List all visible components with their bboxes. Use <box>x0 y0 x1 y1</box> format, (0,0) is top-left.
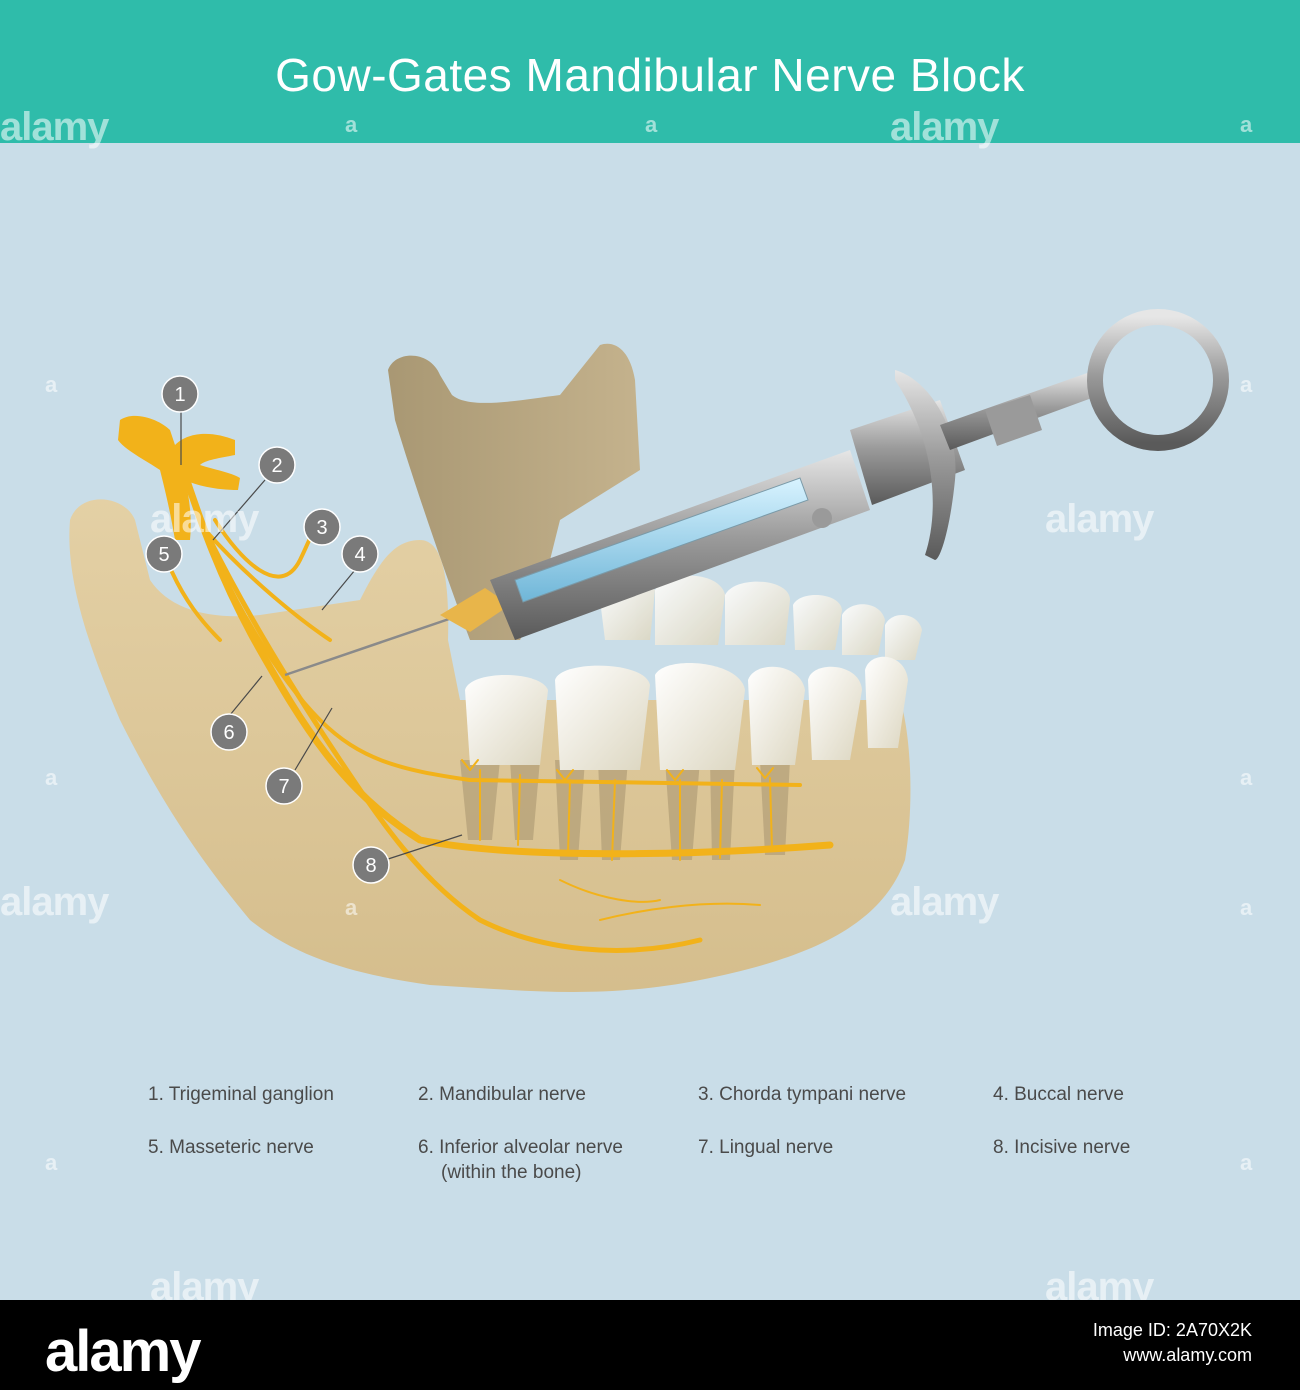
legend-label: 6. Inferior alveolar nerve <box>418 1137 623 1158</box>
watermark-letter: a <box>1240 765 1253 790</box>
legend-item: 7. Lingual nerve <box>698 1135 833 1160</box>
marker-6-label: 6 <box>223 722 234 744</box>
marker-1: 1 <box>161 375 199 413</box>
marker-6: 6 <box>210 713 248 751</box>
watermark-letter: a <box>1240 112 1253 137</box>
legend-item: 5. Masseteric nerve <box>148 1135 314 1160</box>
legend-item: 2. Mandibular nerve <box>418 1082 586 1107</box>
marker-5: 5 <box>145 535 183 573</box>
upper-teeth <box>600 575 922 660</box>
watermark-text: alamy <box>0 105 109 149</box>
marker-3: 3 <box>303 508 341 546</box>
legend-sublabel: (within the bone) <box>441 1162 582 1183</box>
syringe-illustration <box>284 309 1229 677</box>
legend-item: 6. Inferior alveolar nerve (within the bo… <box>418 1135 623 1185</box>
marker-7-label: 7 <box>278 776 289 798</box>
watermark-letter: a <box>1240 895 1253 920</box>
page-title: Gow-Gates Mandibular Nerve Block <box>275 49 1025 101</box>
legend-label: 7. Lingual nerve <box>698 1137 834 1158</box>
watermark-letter: a <box>1240 372 1253 397</box>
leader-lines <box>180 410 463 861</box>
nerve-network <box>170 456 834 953</box>
alamy-logo: alamy <box>45 1319 201 1384</box>
legend-item: 4. Buccal nerve <box>993 1082 1124 1107</box>
legend-label: 4. Buccal nerve <box>993 1084 1124 1105</box>
watermark-letter: a <box>45 1150 58 1175</box>
marker-4-label: 4 <box>354 544 365 566</box>
rear-ramus <box>388 343 640 640</box>
watermark-text: alamy <box>890 105 999 149</box>
header-banner: Gow-Gates Mandibular Nerve Block <box>0 0 1300 143</box>
legend-label: 5. Masseteric nerve <box>148 1137 314 1158</box>
marker-1-label: 1 <box>174 384 185 406</box>
legend-label: 2. Mandibular nerve <box>418 1084 586 1105</box>
image-id: Image ID: 2A70X2K <box>1092 1320 1252 1340</box>
legend-item: 8. Incisive nerve <box>993 1135 1130 1160</box>
lower-teeth <box>465 656 908 770</box>
marker-group: 1 2 3 4 5 6 7 8 <box>145 375 390 884</box>
marker-2: 2 <box>258 446 296 484</box>
watermark-letter: a <box>45 372 58 397</box>
marker-8-label: 8 <box>365 855 376 877</box>
watermark-letter: a <box>45 765 58 790</box>
footer-bar: alamy Image ID: 2A70X2K www.alamy.com <box>0 1300 1300 1390</box>
watermark-letter: a <box>345 112 358 137</box>
watermark-letter: a <box>345 895 358 920</box>
watermark-text: alamy <box>890 880 999 924</box>
legend-label: 1. Trigeminal ganglion <box>148 1084 334 1105</box>
watermark-letter: a <box>645 112 658 137</box>
marker-2-label: 2 <box>271 455 282 477</box>
watermark-text: alamy <box>150 497 259 541</box>
legend-label: 8. Incisive nerve <box>993 1137 1131 1158</box>
footer-info: Image ID: 2A70X2K www.alamy.com <box>1093 1318 1252 1368</box>
watermark-text: alamy <box>0 880 109 924</box>
marker-8: 8 <box>352 846 390 884</box>
trigeminal-ganglion <box>118 415 240 540</box>
legend-item: 1. Trigeminal ganglion <box>148 1082 334 1107</box>
legend-label: 3. Chorda tympani nerve <box>698 1084 907 1105</box>
legend-item: 3. Chorda tympani nerve <box>698 1082 906 1107</box>
marker-7: 7 <box>265 767 303 805</box>
mandible-diagram: 1 2 3 4 5 6 7 8 <box>69 309 1229 992</box>
marker-5-label: 5 <box>158 544 169 566</box>
watermark-text: alamy <box>1045 497 1154 541</box>
marker-4: 4 <box>341 535 379 573</box>
marker-3-label: 3 <box>316 517 327 539</box>
watermark-letter: a <box>1240 1150 1253 1175</box>
footer-url: www.alamy.com <box>1123 1345 1252 1365</box>
